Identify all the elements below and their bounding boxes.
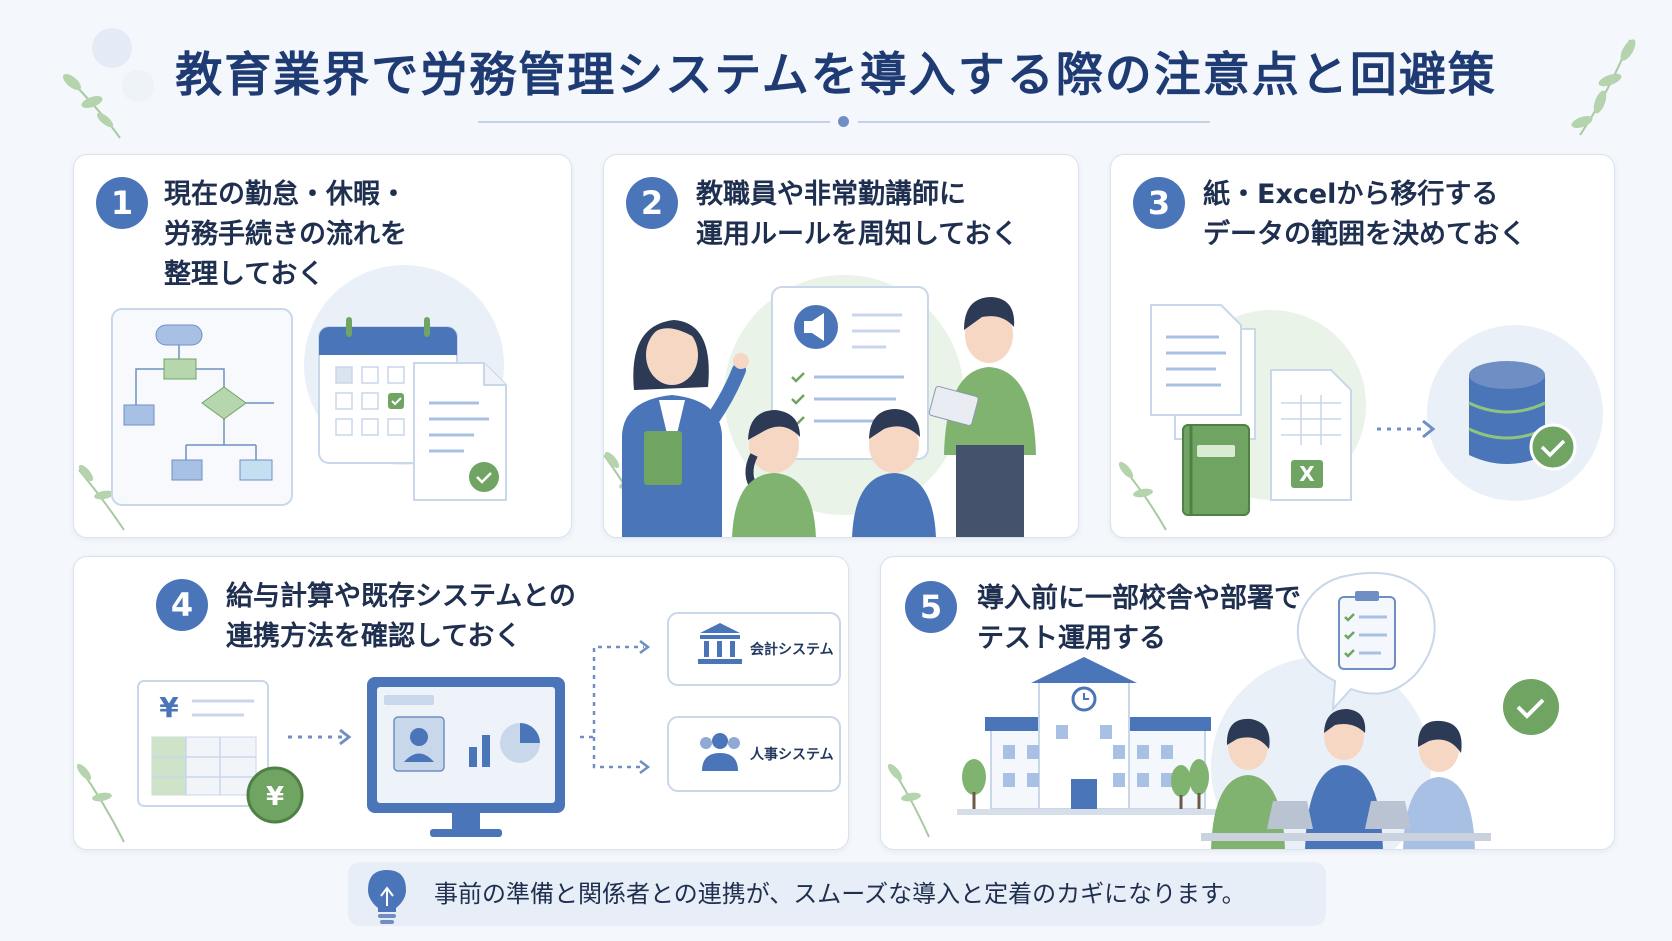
page-title: 教育業界で労務管理システムを導入する際の注意点と回避策 [175,48,1497,103]
hr-system-label: 人事システム [750,746,834,763]
title-rule-right [858,121,1210,123]
leaf-icon [887,763,930,838]
step-title-2: 教職員や非常勤講師に 運用ルールを周知しておく [696,179,1019,250]
step-badge-2: 2 [626,177,678,229]
step-badge-5: 5 [905,581,957,633]
svg-text:X: X [1299,462,1315,486]
hr-system-box: 人事システム [667,716,841,792]
title-dot [838,116,849,127]
school-building-icon [957,657,1219,815]
leaf-decoration-top-left [62,28,154,139]
monitor-dashboard-icon [367,677,565,837]
title-rule-left [478,121,830,123]
step-title-3: 紙・Excelから移行する データの範囲を決めておく [1203,179,1527,250]
check-icon [1503,679,1559,735]
checked-document-icon [413,362,507,501]
leaf-icon [76,763,125,843]
step-card-3: 3 紙・Excelから移行する データの範囲を決めておく [1110,154,1615,538]
step-title-5: 導入前に一部校舎や部署で テスト運用する [977,583,1301,654]
footer-message: 事前の準備と関係者との連携が、スムーズな導入と定着のカギになります。 [434,880,1246,908]
checklist-bubble-icon [1296,571,1436,712]
step-card-1: 1 現在の勤怠・休暇・ 労務手続きの流れを 整理しておく [73,154,572,538]
step-title-4: 給与計算や既存システムとの 連携方法を確認しておく [226,581,576,652]
step-badge-3: 3 [1133,177,1185,229]
arrow-icon [288,728,352,746]
step-card-4: 4 給与計算や既存システムとの 連携方法を確認しておく ¥ ¥ [73,556,849,850]
footer-banner: 事前の準備と関係者との連携が、スムーズな導入と定着のカギになります。 [348,862,1326,926]
excel-sheet-icon: X [1270,369,1352,501]
step-title-1: 現在の勤怠・休暇・ 労務手続きの流れを 整理しておく [164,179,407,290]
people-icon [700,733,740,771]
payroll-sheet-icon: ¥ [137,680,269,807]
bank-icon [698,623,742,664]
connection-lines [580,645,644,769]
listener-icon [732,409,936,537]
step-badge-4: 4 [156,579,208,631]
arrow-icon [1377,419,1436,439]
teacher-icon [622,320,749,537]
leaf-decoration-top-right [1571,39,1636,136]
accounting-system-box: 会計システム [667,612,841,686]
leaf-icon [78,464,125,531]
step-card-2: 2 教職員や非常勤講師に 運用ルールを周知しておく [603,154,1079,538]
svg-text:¥: ¥ [159,691,179,724]
accounting-system-label: 会計システム [750,641,834,658]
staff-icon [928,297,1036,537]
binder-icon [1182,424,1250,516]
leaf-icon [1118,461,1167,531]
step-card-5: 5 導入前に一部校舎や部署で テスト運用する [880,556,1615,850]
team-laptops-icon [1201,709,1491,849]
svg-text:¥: ¥ [266,782,284,812]
yen-coin-icon: ¥ [246,766,304,824]
lightbulb-icon [368,870,406,924]
paper-documents-icon [1150,304,1256,440]
database-icon [1468,361,1577,471]
step-badge-1: 1 [96,177,148,229]
flowchart-icon [111,308,293,506]
